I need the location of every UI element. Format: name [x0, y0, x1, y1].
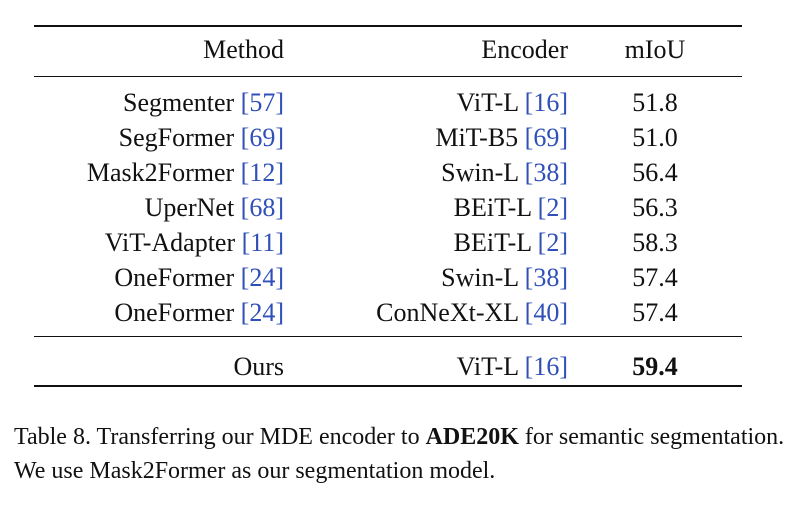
encoder-citation[interactable]: [16]	[524, 87, 568, 117]
miou-value: 57.4	[632, 262, 678, 292]
miou-value: 57.4	[632, 297, 678, 327]
method-name: OneFormer	[114, 262, 235, 292]
encoder-citation[interactable]: [2]	[537, 227, 568, 257]
ours-miou-value: 59.4	[632, 352, 678, 381]
caption-dataset: ADE20K	[425, 424, 519, 450]
method-name: UperNet	[144, 192, 235, 222]
ours-encoder: ViT-L	[456, 352, 519, 381]
header-miou: mIoU	[624, 34, 686, 64]
header-method: Method	[203, 34, 284, 64]
encoder-name: Swin-L	[441, 262, 519, 292]
ours-rule	[34, 336, 742, 337]
encoder-name: ConNeXt-XL	[376, 297, 519, 327]
method-name: Segmenter	[122, 87, 235, 117]
encoder-citation[interactable]: [38]	[524, 262, 568, 292]
method-name: ViT-Adapter	[104, 227, 236, 257]
method-name: Mask2Former	[86, 157, 235, 187]
header-row: Method Encoder mIoU	[34, 22, 742, 77]
results-table: Method Encoder mIoU Segmenter [57] ViT-L…	[34, 22, 742, 388]
table-row: OneFormer [24] Swin-L [38] 57.4	[34, 260, 742, 295]
ours-method: Ours	[233, 352, 284, 381]
ours-encoder-citation[interactable]: [16]	[524, 352, 568, 381]
top-rule	[34, 25, 742, 27]
miou-value: 56.4	[632, 157, 678, 187]
encoder-citation[interactable]: [40]	[524, 297, 568, 327]
encoder-citation[interactable]: [2]	[537, 192, 568, 222]
method-citation[interactable]: [12]	[240, 157, 284, 187]
caption-suffix: for semantic segmentation. We use Mask2F…	[14, 424, 785, 484]
encoder-name: Swin-L	[441, 157, 519, 187]
miou-value: 56.3	[632, 192, 678, 222]
method-citation[interactable]: [24]	[240, 262, 284, 292]
table-row: OneFormer [24] ConNeXt-XL [40] 57.4	[34, 295, 742, 330]
method-citation[interactable]: [69]	[240, 122, 284, 152]
encoder-citation[interactable]: [38]	[524, 157, 568, 187]
encoder-name: ViT-L	[456, 87, 519, 117]
encoder-name: BEiT-L	[453, 192, 532, 222]
bottom-rule	[34, 385, 742, 387]
encoder-name: BEiT-L	[453, 227, 532, 257]
table-row: SegFormer [69] MiT-B5 [69] 51.0	[34, 120, 742, 155]
table-row: Mask2Former [12] Swin-L [38] 56.4	[34, 155, 742, 190]
miou-value: 58.3	[632, 227, 678, 257]
header-rule	[34, 76, 742, 77]
table-row: UperNet [68] BEiT-L [2] 56.3	[34, 190, 742, 225]
method-citation[interactable]: [57]	[240, 87, 284, 117]
caption-prefix: Table 8. Transferring our MDE encoder to	[14, 424, 426, 450]
encoder-name: MiT-B5	[435, 122, 519, 152]
table-row: Segmenter [57] ViT-L [16] 51.8	[34, 85, 742, 120]
miou-value: 51.8	[632, 87, 678, 117]
encoder-citation[interactable]: [69]	[524, 122, 568, 152]
miou-value: 51.0	[632, 122, 678, 152]
header-encoder: Encoder	[481, 34, 568, 64]
method-citation[interactable]: [11]	[241, 227, 284, 257]
ours-row: Ours ViT-L [16] 59.4	[34, 346, 742, 388]
method-name: SegFormer	[118, 122, 235, 152]
table-caption: Table 8. Transferring our MDE encoder to…	[14, 420, 794, 488]
method-citation[interactable]: [68]	[240, 192, 284, 222]
method-citation[interactable]: [24]	[240, 297, 284, 327]
table-row: ViT-Adapter [11] BEiT-L [2] 58.3	[34, 225, 742, 260]
method-name: OneFormer	[114, 297, 235, 327]
